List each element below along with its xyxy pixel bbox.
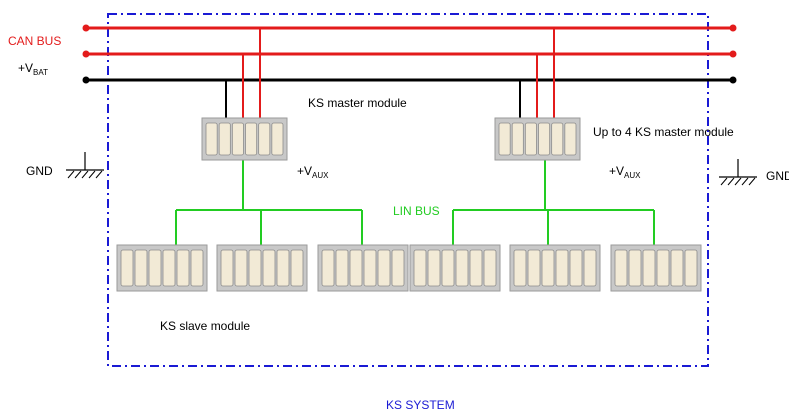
module-slot xyxy=(413,249,427,287)
module-slot xyxy=(231,122,244,156)
ground-symbol-icon xyxy=(719,159,757,186)
module-slot xyxy=(190,249,204,287)
module-slot xyxy=(642,249,656,287)
module-slot xyxy=(220,249,234,287)
module-slot xyxy=(162,249,176,287)
can-bus-lines xyxy=(82,24,737,58)
can-high-right-terminal-icon xyxy=(729,24,737,32)
system-label: KS SYSTEM xyxy=(386,398,455,412)
module-slot xyxy=(628,249,642,287)
module-slot xyxy=(262,249,276,287)
connector-block-icon xyxy=(610,244,702,292)
can-high-left-terminal-icon xyxy=(82,24,90,32)
vbat-left-terminal-icon xyxy=(82,76,90,84)
module-slot xyxy=(527,249,541,287)
lin-bus-label: LIN BUS xyxy=(393,204,440,218)
module-slot xyxy=(234,249,248,287)
module-slot xyxy=(555,249,569,287)
module-slot xyxy=(290,249,304,287)
module-slot xyxy=(538,122,551,156)
connector-block-icon xyxy=(201,117,288,161)
can-low-left-terminal-icon xyxy=(82,50,90,58)
module-slot xyxy=(363,249,377,287)
module-slot xyxy=(218,122,231,156)
slave-module-label: KS slave module xyxy=(160,319,250,333)
module-slot xyxy=(148,249,162,287)
battery-line xyxy=(82,76,737,84)
module-slot xyxy=(134,249,148,287)
master-module-1 xyxy=(201,117,288,161)
module-slot xyxy=(248,249,262,287)
master-2-bus-drops xyxy=(519,28,555,120)
module-slot xyxy=(335,249,349,287)
module-slot xyxy=(349,249,363,287)
can-bus-label: CAN BUS xyxy=(8,34,61,48)
slave-modules xyxy=(116,244,702,292)
lin-bus-lines xyxy=(175,160,655,247)
module-slot xyxy=(377,249,391,287)
master-1-bus-drops xyxy=(225,28,261,120)
connector-block-icon xyxy=(317,244,409,292)
module-slot xyxy=(511,122,524,156)
module-slot xyxy=(120,249,134,287)
ks-system-boundary xyxy=(107,13,709,367)
module-slot xyxy=(513,249,527,287)
module-slot xyxy=(551,122,564,156)
master-module-label: KS master module xyxy=(308,96,407,110)
gnd-right-label: GND xyxy=(766,169,789,183)
module-slot xyxy=(455,249,469,287)
module-slot xyxy=(469,249,483,287)
connector-block-icon xyxy=(494,117,581,161)
vbat-label: +VBAT xyxy=(18,61,48,77)
connector-block-icon xyxy=(409,244,501,292)
module-slot xyxy=(583,249,597,287)
master-module-limit-label: Up to 4 KS master module xyxy=(593,125,734,139)
vaux-left-label: +VAUX xyxy=(297,164,329,180)
module-slot xyxy=(498,122,511,156)
module-slot xyxy=(541,249,555,287)
module-slot xyxy=(684,249,698,287)
connector-block-icon xyxy=(216,244,308,292)
module-slot xyxy=(569,249,583,287)
module-slot xyxy=(670,249,684,287)
module-slot xyxy=(176,249,190,287)
module-slot xyxy=(391,249,405,287)
module-slot xyxy=(427,249,441,287)
module-slot xyxy=(524,122,537,156)
ground-symbol-icon xyxy=(66,152,104,179)
module-slot xyxy=(205,122,218,156)
module-slot xyxy=(276,249,290,287)
master-module-2 xyxy=(494,117,581,161)
gnd-left-label: GND xyxy=(26,164,53,178)
module-slot xyxy=(271,122,284,156)
module-slot xyxy=(614,249,628,287)
vaux-right-label: +VAUX xyxy=(609,164,641,180)
module-slot xyxy=(441,249,455,287)
module-slot xyxy=(258,122,271,156)
connector-block-icon xyxy=(509,244,601,292)
module-slot xyxy=(564,122,577,156)
module-slot xyxy=(321,249,335,287)
connector-block-icon xyxy=(116,244,208,292)
module-slot xyxy=(483,249,497,287)
module-slot xyxy=(245,122,258,156)
can-low-right-terminal-icon xyxy=(729,50,737,58)
module-slot xyxy=(656,249,670,287)
vbat-right-terminal-icon xyxy=(729,76,737,84)
